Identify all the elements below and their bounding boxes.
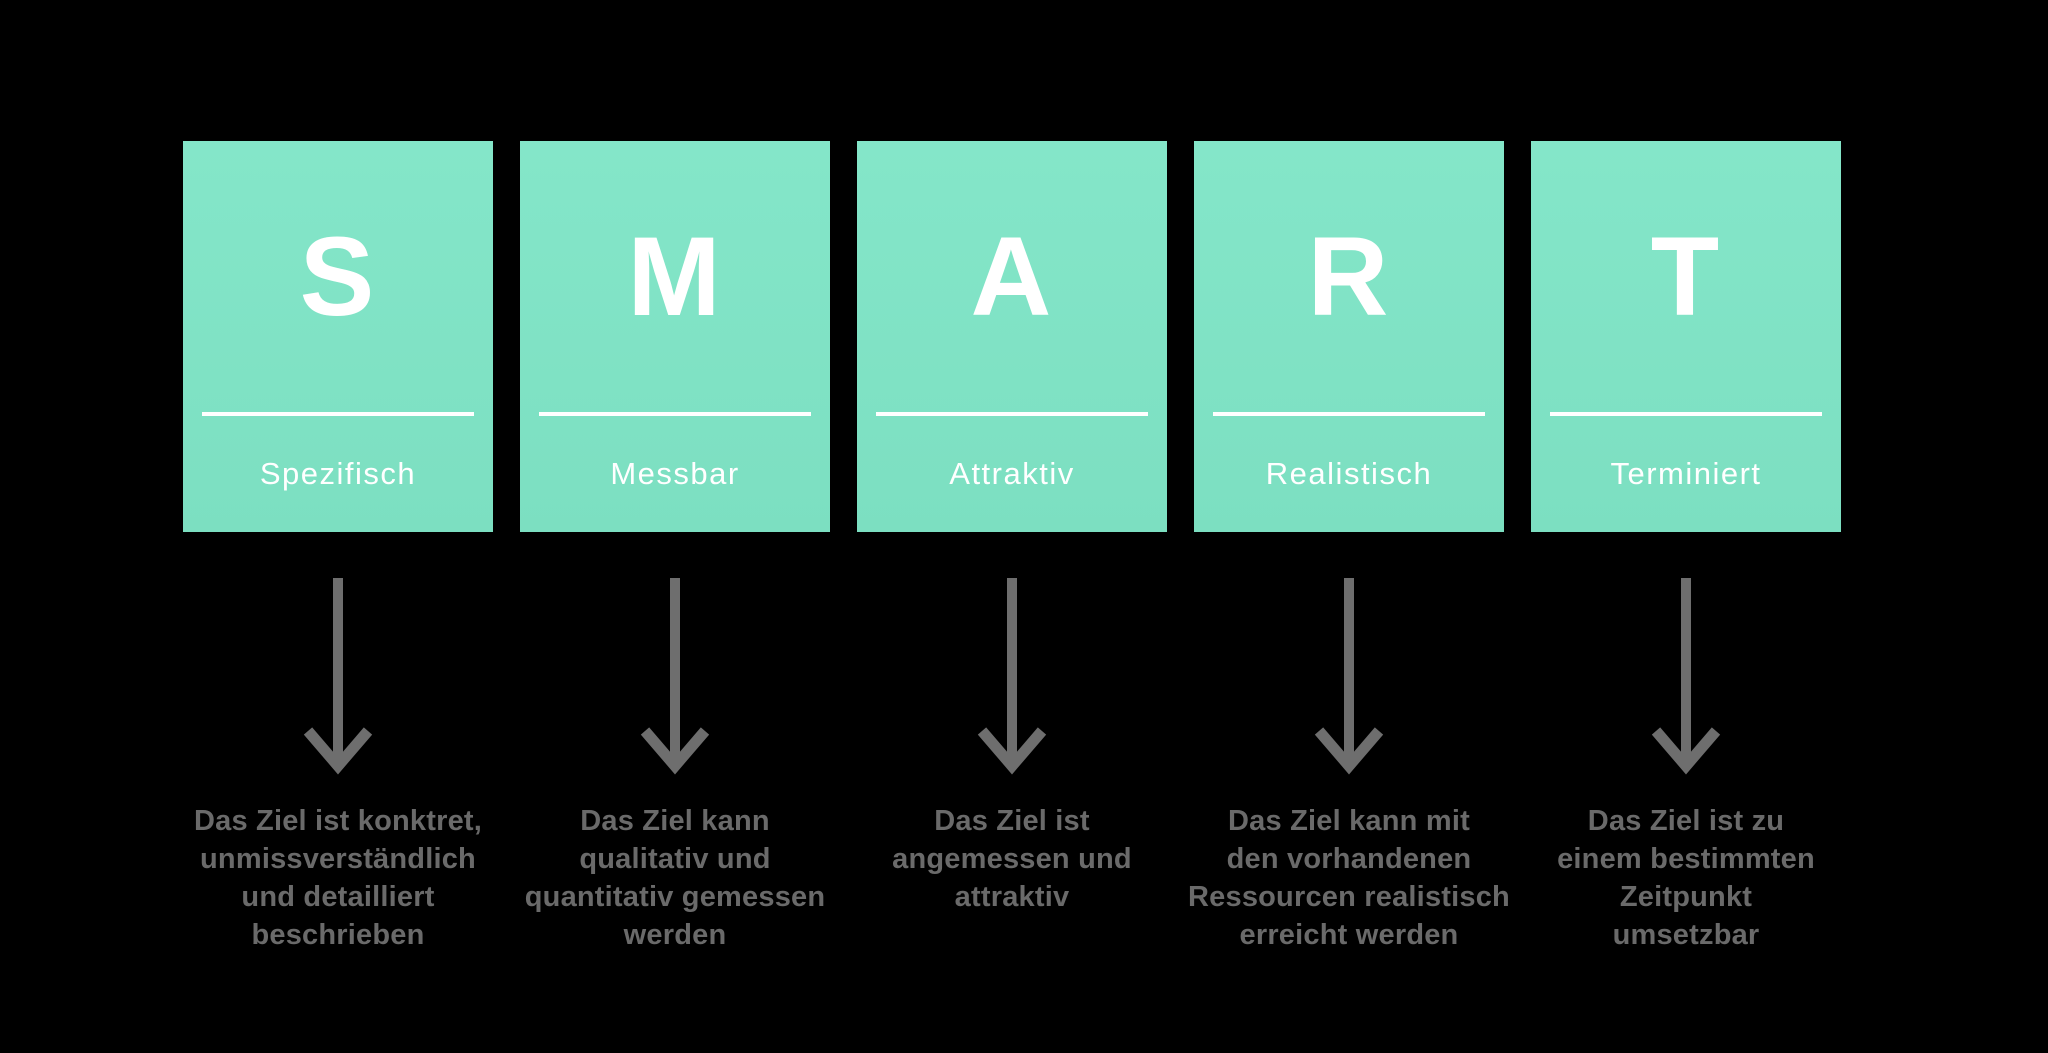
down-arrow-icon [640, 578, 710, 775]
card-letter: A [970, 214, 1054, 339]
down-arrow-icon [1651, 578, 1721, 775]
smart-column-a: A Attraktiv Das Ziel ist angemessen und … [857, 141, 1167, 954]
smart-column-r: R Realistisch Das Ziel kann mit den vorh… [1188, 141, 1510, 954]
smart-card: T Terminiert [1531, 141, 1841, 532]
smart-column-m: M Messbar Das Ziel kann qualitativ und q… [520, 141, 830, 954]
smart-card: R Realistisch [1194, 141, 1504, 532]
down-arrow-icon [303, 578, 373, 775]
card-label: Realistisch [1265, 456, 1433, 491]
smart-column-s: S Spezifisch Das Ziel ist konktret, unmi… [183, 141, 493, 954]
card-description: Das Ziel ist zu einem bestimmten Zeitpun… [1557, 805, 1815, 951]
smart-card: S Spezifisch [183, 141, 493, 532]
card-divider [202, 412, 474, 416]
card-divider [1213, 412, 1485, 416]
card-description: Das Ziel kann mit den vorhandenen Ressou… [1188, 805, 1510, 951]
card-letter: S [299, 214, 377, 339]
smart-column-t: T Terminiert Das Ziel ist zu einem besti… [1531, 141, 1841, 954]
card-letter: T [1650, 214, 1722, 339]
card-divider [539, 412, 811, 416]
card-letter: R [1307, 214, 1391, 339]
smart-card: M Messbar [520, 141, 830, 532]
card-label: Spezifisch [259, 456, 417, 491]
card-divider [876, 412, 1148, 416]
card-letter: M [627, 214, 723, 339]
cards-row: S Spezifisch Das Ziel ist konktret, unmi… [183, 141, 1841, 954]
card-label: Attraktiv [949, 456, 1075, 491]
down-arrow-icon [1314, 578, 1384, 775]
smart-card: A Attraktiv [857, 141, 1167, 532]
card-label: Messbar [610, 456, 740, 491]
card-description: Das Ziel ist angemessen und attraktiv [892, 805, 1132, 913]
card-divider [1550, 412, 1822, 416]
card-label: Terminiert [1610, 456, 1762, 491]
card-description: Das Ziel ist konktret, unmissverständlic… [193, 805, 483, 951]
card-description: Das Ziel kann qualitativ und quantitativ… [524, 805, 826, 951]
down-arrow-icon [977, 578, 1047, 775]
